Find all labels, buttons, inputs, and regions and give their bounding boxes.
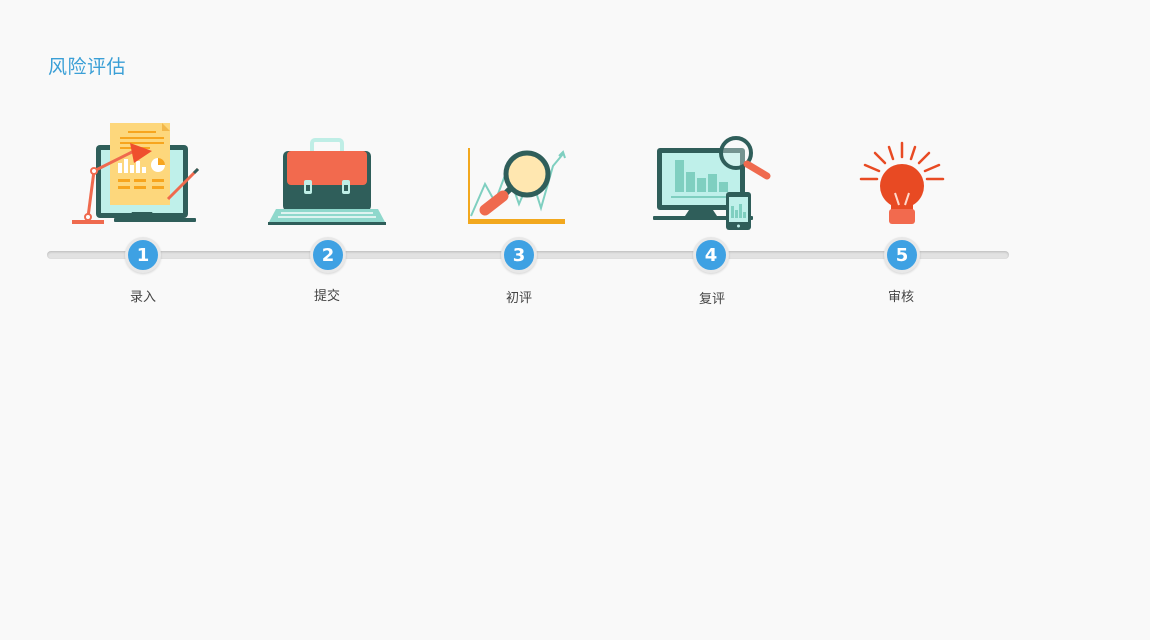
lightbulb-icon — [859, 141, 945, 224]
step-2-label: 提交 — [313, 289, 340, 304]
magnifier-chart-icon — [468, 148, 566, 224]
briefcase-laptop-icon — [268, 138, 386, 225]
step-2-marker[interactable]: 2 — [310, 237, 346, 273]
step-3-label: 初评 — [505, 291, 532, 306]
step-1-marker[interactable]: 1 — [125, 237, 161, 273]
step-5-label: 审核 — [887, 290, 914, 305]
step-5-marker[interactable]: 5 — [884, 237, 920, 273]
page-title: 风险评估 — [48, 56, 127, 78]
monitor-document-icon — [72, 123, 200, 224]
step-4-label: 复评 — [698, 292, 725, 307]
step-3-marker[interactable]: 3 — [501, 237, 537, 273]
step-1-label: 录入 — [129, 290, 156, 305]
monitor-phone-analytics-icon — [653, 136, 771, 230]
step-4-marker[interactable]: 4 — [693, 237, 729, 273]
